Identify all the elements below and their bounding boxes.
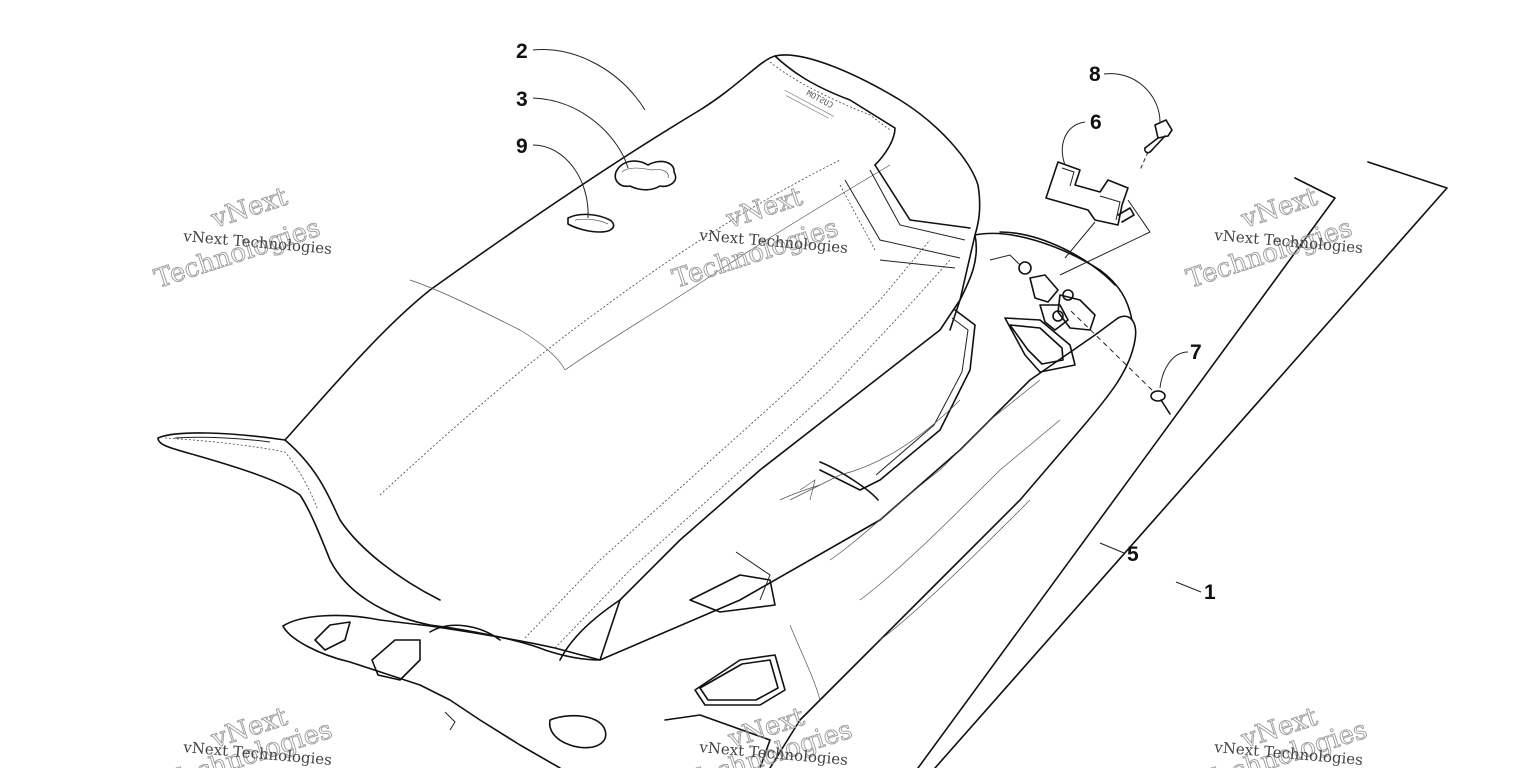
leader-7 <box>1159 351 1189 389</box>
part-label-1: 1 <box>1204 581 1216 604</box>
patch-9 <box>567 213 615 233</box>
leader-5 <box>1099 542 1125 554</box>
part-label-3: 3 <box>516 88 528 111</box>
seat-cover: CUSTOM <box>157 54 981 661</box>
leader-6d <box>1064 221 1096 259</box>
watermark-bottom-left: vNext Technologies vNext Technologies <box>162 701 336 768</box>
bolt-8 <box>1139 119 1173 171</box>
part-label-5: 5 <box>1127 543 1139 566</box>
leader-6 <box>1061 121 1086 166</box>
part-label-6: 6 <box>1090 111 1102 134</box>
rivet-7 <box>1069 309 1171 415</box>
watermark-left: vNext Technologies vNext Technologies <box>150 181 332 295</box>
leader-6c <box>1127 199 1151 233</box>
leader-3 <box>532 97 629 169</box>
patch-3 <box>614 160 677 191</box>
part-label-7: 7 <box>1190 341 1202 364</box>
leader-8 <box>1103 73 1161 123</box>
watermark-bottom-right: vNext Technologies vNext Technologies <box>1197 701 1371 768</box>
leader-1 <box>1175 581 1202 593</box>
part-label-8: 8 <box>1089 63 1101 86</box>
watermark-center: vNext Technologies vNext Technologies <box>668 181 848 295</box>
assembly-1-bracket <box>934 161 1448 768</box>
bracket-6 <box>1045 161 1135 226</box>
seat-base <box>282 231 1137 768</box>
seat-print: CUSTOM <box>784 88 835 119</box>
latch-assembly <box>989 254 1096 331</box>
part-label-2: 2 <box>516 40 528 63</box>
assembly-5-bracket <box>917 177 1336 768</box>
leader-9 <box>532 144 589 219</box>
watermark-bottom-center: vNext Technologies vNext Technologies <box>682 701 856 768</box>
part-label-9: 9 <box>516 135 528 158</box>
leader-2 <box>532 49 646 111</box>
watermark-right: vNext Technologies vNext Technologies <box>1182 181 1363 295</box>
leader-6b <box>1059 231 1151 276</box>
